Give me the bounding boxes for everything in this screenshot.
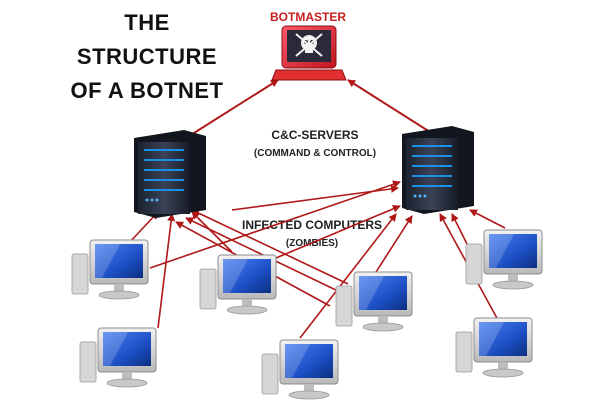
title-line-2: OF A BOTNET (70, 78, 224, 103)
cc-server-left-icon (133, 129, 207, 219)
cc-servers-label: C&C-SERVERS (271, 128, 359, 142)
botmaster-icon (271, 25, 347, 81)
cc-server-right-icon (401, 125, 475, 215)
botmaster-label: BOTMASTER (270, 10, 346, 24)
zombie-computer-icon (261, 339, 339, 400)
zombie-computer-icon (71, 239, 149, 300)
zombie-computer-icon (465, 229, 543, 290)
zombie-computer-icon (79, 327, 157, 388)
cc-servers-sublabel: (COMMAND & CONTROL) (253, 148, 377, 159)
title-line-1: THE STRUCTURE (76, 10, 218, 69)
server-to-botmaster-arrows (185, 79, 431, 139)
zombie-computer-icon (455, 317, 533, 378)
zombie-computer-icon (199, 254, 277, 315)
arrow-right-server-to-botmaster (347, 79, 431, 133)
zombie-computer-icon (335, 271, 413, 332)
diagram-title: THE STRUCTURE OF A BOTNET (52, 6, 242, 108)
arrow-left-server-to-botmaster (185, 79, 279, 139)
